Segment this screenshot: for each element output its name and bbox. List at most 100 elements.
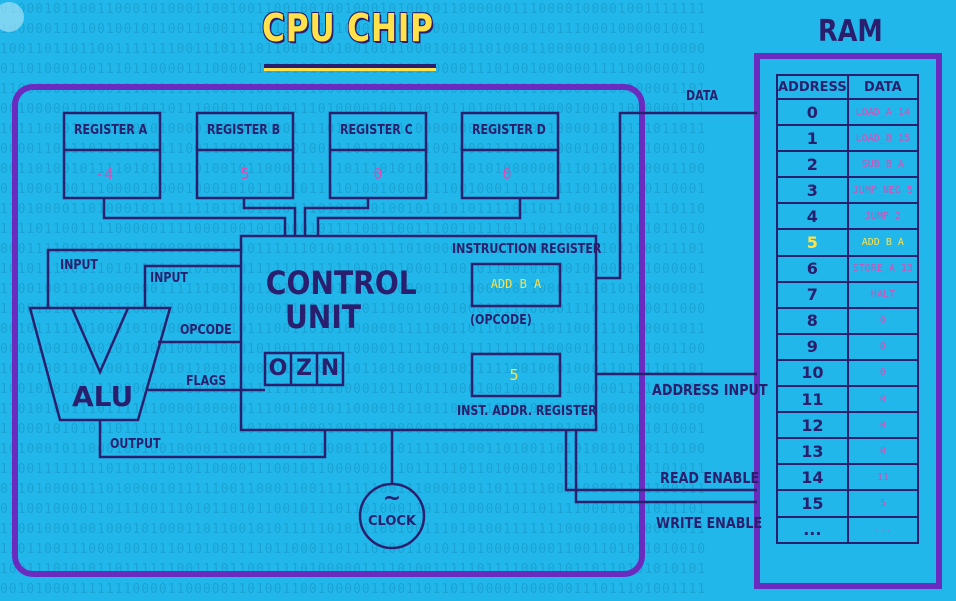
address-input-label: ADDRESS INPUT bbox=[652, 381, 768, 399]
ram-address-cell: 5 bbox=[776, 228, 849, 257]
register-a-box bbox=[62, 148, 162, 200]
ram-address-cell: 0 bbox=[776, 97, 849, 127]
alu-input-a-label: INPUT bbox=[60, 258, 98, 273]
ram-row: ...... bbox=[776, 515, 920, 544]
logo-icon bbox=[0, 2, 24, 32]
ram-data-cell: 0 bbox=[846, 411, 920, 440]
ram-data-cell: 0 bbox=[846, 385, 920, 414]
title-underline bbox=[264, 64, 436, 68]
alu-input-b-label: INPUT bbox=[150, 271, 188, 286]
register-d-value: 0 bbox=[502, 165, 512, 183]
ram-address-cell: 15 bbox=[776, 489, 849, 518]
ram-title: RAM bbox=[818, 14, 883, 49]
flag-zero: Z bbox=[296, 356, 312, 381]
ram-data-cell: JUMP_NEG 5 bbox=[846, 176, 920, 205]
ram-data-cell: 11 bbox=[846, 463, 920, 492]
alu-shape bbox=[28, 306, 172, 422]
ram-data-cell: 5 bbox=[846, 489, 920, 518]
data-bus-label: DATA bbox=[686, 89, 719, 104]
register-c-label: REGISTER C bbox=[340, 123, 413, 138]
register-a-value: -4 bbox=[94, 165, 114, 183]
ram-address-cell: 3 bbox=[776, 176, 849, 205]
ram-data-cell: 0 bbox=[846, 332, 920, 361]
ram-frame bbox=[754, 53, 942, 589]
ram-data-cell: HALT bbox=[846, 280, 920, 309]
register-a-label: REGISTER A bbox=[74, 123, 148, 138]
ram-address-cell: 10 bbox=[776, 358, 849, 388]
instruction-register-value: ADD B A bbox=[490, 277, 542, 291]
clock-label: CLOCK bbox=[367, 514, 417, 529]
ram-address-cell: 14 bbox=[776, 463, 849, 492]
ram-address-cell: 4 bbox=[776, 202, 849, 231]
flags-box bbox=[263, 351, 345, 387]
flag-negative: N bbox=[320, 356, 340, 381]
ram-data-cell: 0 bbox=[846, 437, 920, 466]
ram-address-cell: 9 bbox=[776, 332, 849, 361]
alu-label: ALU bbox=[72, 380, 134, 413]
inst-addr-register-label: INST. ADDR. REGISTER bbox=[457, 404, 597, 419]
ram-address-cell: 11 bbox=[776, 385, 849, 414]
register-d-label: REGISTER D bbox=[472, 123, 546, 138]
control-unit-title-line1: CONTROL bbox=[265, 264, 417, 302]
ram-data-cell: LOAD_A 14 bbox=[846, 97, 920, 127]
instruction-register-label: INSTRUCTION REGISTER bbox=[452, 242, 602, 257]
ram-address-cell: 6 bbox=[776, 254, 849, 283]
alu-flags-label: FLAGS bbox=[186, 374, 227, 389]
alu-output-label: OUTPUT bbox=[110, 437, 161, 452]
instruction-register-box bbox=[470, 262, 562, 308]
register-b-value: 5 bbox=[240, 165, 250, 183]
control-unit-box bbox=[239, 234, 598, 432]
write-enable-label: WRITE ENABLE bbox=[656, 514, 763, 532]
flag-overflow: O bbox=[268, 356, 288, 381]
register-c-value: 0 bbox=[373, 165, 383, 183]
ram-data-cell: SUB B A bbox=[846, 150, 920, 179]
ram-data-cell: 0 bbox=[846, 306, 920, 335]
ram-data-cell: LOAD_B 15 bbox=[846, 124, 920, 153]
ram-address-cell: 7 bbox=[776, 280, 849, 309]
clock-icon: ~ bbox=[382, 486, 402, 511]
ram-address-cell: 2 bbox=[776, 150, 849, 179]
read-enable-label: READ ENABLE bbox=[660, 469, 760, 487]
ram-address-cell: 1 bbox=[776, 124, 849, 153]
ram-header-data: DATA bbox=[846, 74, 920, 100]
ram-address-cell: 8 bbox=[776, 306, 849, 335]
ram-data-cell: STORE_A 13 bbox=[846, 254, 920, 283]
control-unit-title: CONTROL UNIT bbox=[265, 264, 417, 336]
inst-addr-register-value: 5 bbox=[509, 366, 519, 384]
ram-address-cell: ... bbox=[776, 515, 849, 544]
inst-addr-register-box bbox=[470, 352, 562, 398]
register-c-box bbox=[328, 148, 428, 200]
page-title: CPU CHIP bbox=[262, 6, 434, 50]
register-d-box bbox=[460, 148, 560, 200]
ram-data-cell: JUMP 2 bbox=[846, 202, 920, 231]
control-unit-title-line2: UNIT bbox=[284, 298, 362, 336]
ram-address-cell: 12 bbox=[776, 411, 849, 440]
ram-data-cell: 0 bbox=[846, 358, 920, 388]
ram-data-cell: ADD B A bbox=[846, 228, 920, 257]
ram-data-cell: ... bbox=[846, 515, 920, 544]
alu-opcode-label: OPCODE bbox=[180, 323, 232, 338]
ram-address-cell: 13 bbox=[776, 437, 849, 466]
title-underline-accent bbox=[264, 68, 436, 71]
cpu-frame bbox=[12, 84, 645, 577]
opcode-label: (OPCODE) bbox=[470, 313, 532, 328]
